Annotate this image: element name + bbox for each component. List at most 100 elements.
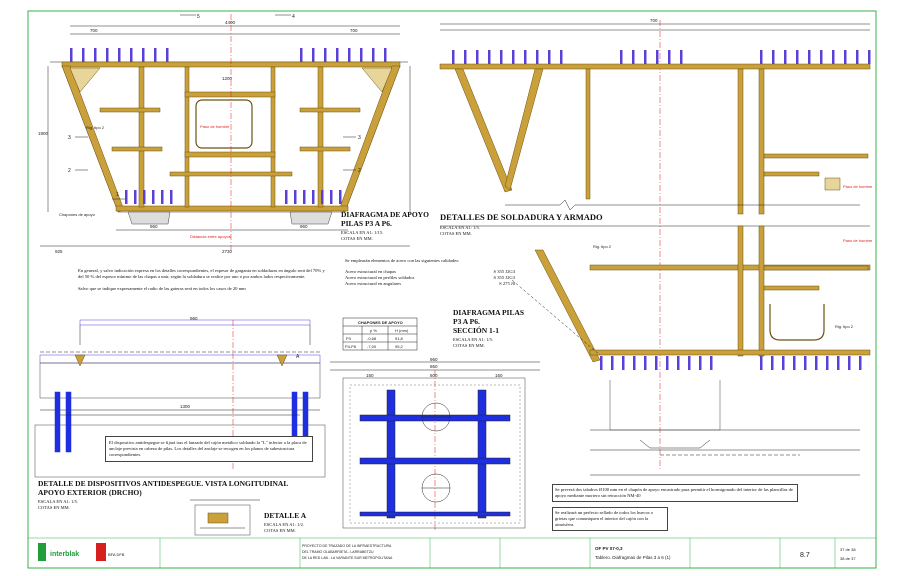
title-apoyo-exterior: APOYO EXTERIOR (DRCHO) xyxy=(38,488,142,497)
label-paso-hombre: Paso de hombre xyxy=(843,238,873,243)
shear-stud xyxy=(285,190,288,204)
brand-name: interblak xyxy=(50,551,79,558)
title-seccion: SECCIÓN 1-1 xyxy=(453,325,499,335)
cut-mark: 3 xyxy=(358,135,361,141)
shear-stud xyxy=(321,190,324,204)
note-sellado: Se realizará un perfecto sellado de todo… xyxy=(552,507,668,531)
shear-stud xyxy=(710,356,713,370)
shear-stud xyxy=(312,48,315,62)
interblak-logo-icon xyxy=(38,543,46,561)
shear-stud xyxy=(125,190,128,204)
shear-stud xyxy=(130,48,133,62)
drawing-title: Tablero. Diafragmas de Pilas 3 a 6 (1) xyxy=(595,555,671,560)
shear-stud xyxy=(524,50,527,64)
shear-stud xyxy=(348,48,351,62)
dim-960: 960 xyxy=(190,316,198,321)
dim-150: 150 xyxy=(495,373,503,378)
shear-stud xyxy=(633,356,636,370)
shear-stud xyxy=(476,50,479,64)
dim-960: 960 xyxy=(430,357,438,362)
scale-label: ESCALA EN A1: 1/5. xyxy=(440,225,480,230)
steel-name: Acero estructural en chapas xyxy=(345,269,396,274)
shear-stud xyxy=(452,50,455,64)
title-dispositivos: DETALLE DE DISPOSITIVOS ANTIDESPEGUE. VI… xyxy=(38,479,288,488)
steel-row: Acero estructural en perfiles soldados S … xyxy=(345,275,515,281)
dim-1300: 1300 xyxy=(180,404,191,409)
shear-stud xyxy=(837,356,840,370)
shear-stud xyxy=(94,48,97,62)
dim-860: 860 xyxy=(430,364,438,369)
shear-stud xyxy=(856,50,859,64)
dim-2730: 2730 xyxy=(222,249,233,254)
cut-mark: A xyxy=(296,354,300,360)
label-rig-tipo2: Rig. tipo 2 xyxy=(835,324,854,329)
cut-mark: 2 xyxy=(68,168,71,174)
label-paso-hombre: Paso de hombre xyxy=(200,124,230,129)
dim-150: 150 xyxy=(366,373,374,378)
steel-grade: S 275 J0 xyxy=(499,281,515,286)
shear-stud xyxy=(644,50,647,64)
steel-name: Acero estructural en angulares xyxy=(345,281,401,286)
shear-stud xyxy=(699,356,702,370)
shear-stud xyxy=(536,50,539,64)
shear-stud xyxy=(820,50,823,64)
chapones-table xyxy=(342,317,418,351)
shear-stud xyxy=(844,50,847,64)
sheet-count: 38 de 37 xyxy=(840,556,856,561)
shear-stud xyxy=(784,50,787,64)
note-text: Se emplearán elementos de acero con las … xyxy=(345,258,460,263)
shear-stud xyxy=(560,50,563,64)
dim-1900: 1900 xyxy=(38,131,49,136)
shear-stud xyxy=(312,190,315,204)
detalles-soldadura-view xyxy=(439,23,871,476)
shear-stud xyxy=(772,50,775,64)
dim-700: 700 xyxy=(350,28,358,33)
table-cell: 95,2 xyxy=(395,344,404,349)
drawing-number: OF PV 07-0,3 xyxy=(595,546,623,551)
table-header: H (mm) xyxy=(395,328,409,333)
shear-stud xyxy=(360,48,363,62)
client-name: BFA DFB xyxy=(108,552,125,557)
shear-stud xyxy=(620,50,623,64)
shear-stud xyxy=(644,356,647,370)
cut-mark: 3 xyxy=(68,135,71,141)
note-text: En general, y salvo indicación expresa e… xyxy=(78,268,325,279)
shear-stud xyxy=(152,190,155,204)
shear-stud xyxy=(142,48,145,62)
seccion-1-1-view xyxy=(330,361,540,529)
shear-stud xyxy=(300,48,303,62)
scale-label: ESCALA EN A1: 1/15. xyxy=(341,230,383,235)
steel-grade: S 355 J2G3 xyxy=(493,275,515,280)
dim-600: 600 xyxy=(430,373,438,378)
shear-stud xyxy=(826,356,829,370)
scale-label: ESCALA EN A1: 1/2. xyxy=(264,522,304,527)
steel-name: Acero estructural en perfiles soldados xyxy=(345,275,415,280)
dim-960: 960 xyxy=(300,224,308,229)
table-title: CHAPONES DE APOYO xyxy=(358,320,403,325)
dim-700: 700 xyxy=(650,18,658,23)
shear-stud xyxy=(464,50,467,64)
shear-stud xyxy=(808,50,811,64)
shear-stud xyxy=(324,48,327,62)
shear-stud xyxy=(632,50,635,64)
note-text: El dispositivo antidespegue se fijará tr… xyxy=(109,440,307,457)
label-paso-hombre: Paso de hombre xyxy=(843,184,873,189)
shear-stud xyxy=(303,190,306,204)
dim-700: 700 xyxy=(90,28,98,33)
shear-stud xyxy=(771,356,774,370)
dim-960: 960 xyxy=(150,224,158,229)
shear-stud xyxy=(330,190,333,204)
title-diafragma-pilas: DIAFRAGMA PILAS xyxy=(453,308,524,317)
dim-1200: 1200 xyxy=(222,76,233,81)
shear-stud xyxy=(372,48,375,62)
shear-stud xyxy=(782,356,785,370)
units-label: COTAS EN MM. xyxy=(453,343,485,348)
shear-stud xyxy=(154,48,157,62)
table-cell: 91,8 xyxy=(395,336,404,341)
units-label: COTAS EN MM. xyxy=(440,231,472,236)
project-line: PROYECTO DE TRAZADO DE LA INFRAESTRUCTUR… xyxy=(302,544,392,548)
label-rig-tipo2: Rig. tipo 2 xyxy=(86,125,105,130)
title-detalles-soldadura: DETALLES DE SOLDADURA Y ARMADO xyxy=(440,212,603,222)
shear-stud xyxy=(677,356,680,370)
